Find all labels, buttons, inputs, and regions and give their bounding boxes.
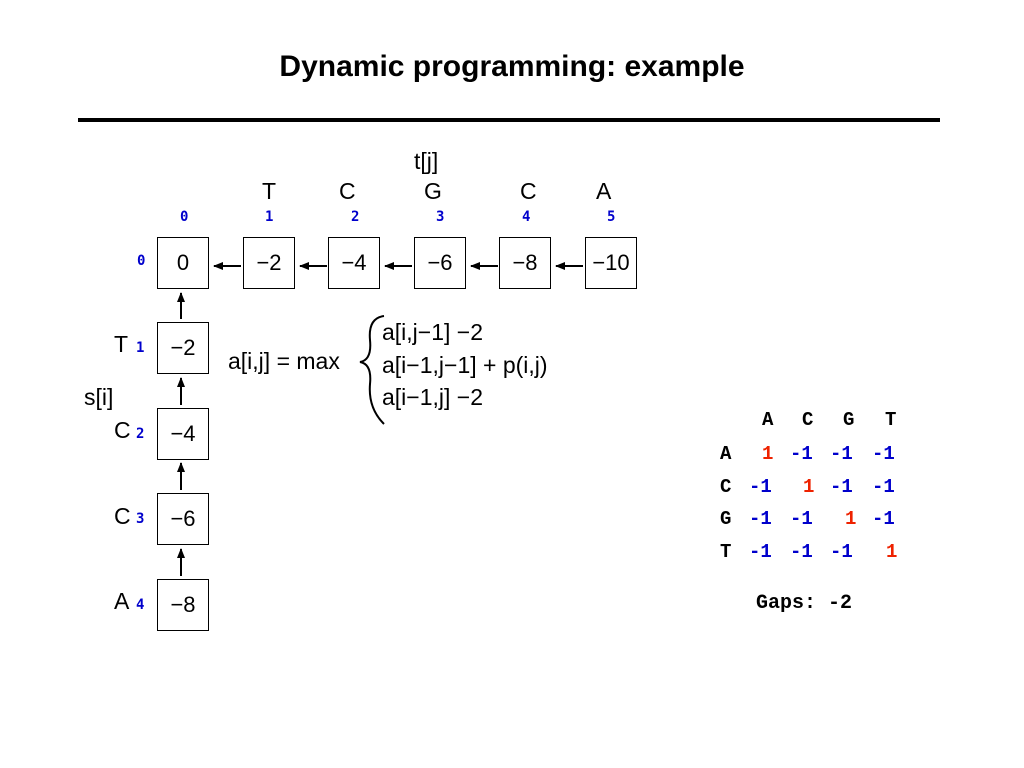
left-letter-3: C — [114, 503, 131, 529]
matrix-cell: -1 — [790, 443, 813, 465]
matrix-row-label: C — [720, 476, 732, 498]
title-divider — [78, 118, 940, 122]
formula-case-2: a[i−1,j−1] + p(i,j) — [382, 352, 548, 378]
matrix-cell: 1 — [803, 476, 815, 498]
matrix-row-label: T — [720, 541, 732, 563]
matrix-cell: -1 — [872, 508, 895, 530]
left-index-2: 2 — [136, 426, 145, 442]
matrix-header-T: T — [885, 409, 897, 431]
matrix-cell: -1 — [830, 476, 853, 498]
matrix-header-G: G — [843, 409, 855, 431]
dp-cell-0-3: −6 — [414, 237, 466, 289]
left-index-3: 3 — [136, 511, 145, 527]
top-index-5: 5 — [607, 209, 616, 225]
dp-cell-0-4: −8 — [499, 237, 551, 289]
top-letter-3: G — [424, 178, 442, 204]
dp-cell-0-5: −10 — [585, 237, 637, 289]
matrix-cell: -1 — [790, 508, 813, 530]
matrix-cell: 1 — [762, 443, 774, 465]
left-index-1: 1 — [136, 340, 145, 356]
matrix-cell: -1 — [830, 541, 853, 563]
formula-case-3: a[i−1,j] −2 — [382, 384, 484, 410]
s-label: s[i] — [84, 384, 114, 410]
matrix-cell: -1 — [830, 443, 853, 465]
matrix-cell: 1 — [886, 541, 898, 563]
matrix-cell: 1 — [845, 508, 857, 530]
matrix-row-label: G — [720, 508, 732, 530]
matrix-cell: -1 — [872, 476, 895, 498]
matrix-cell: -1 — [790, 541, 813, 563]
left-letter-2: C — [114, 417, 131, 443]
gap-penalty: Gaps: -2 — [756, 592, 853, 615]
top-index-3: 3 — [436, 209, 445, 225]
dp-cell-0-1: −2 — [243, 237, 295, 289]
top-letter-2: C — [339, 178, 356, 204]
matrix-header-C: C — [802, 409, 814, 431]
max-curly-brace — [359, 315, 385, 425]
top-index-1: 1 — [265, 209, 274, 225]
dp-cell-2-0: −4 — [157, 408, 209, 460]
dp-cell-0-0: 0 — [157, 237, 209, 289]
top-letter-4: C — [520, 178, 537, 204]
left-index-0: 0 — [137, 253, 146, 269]
matrix-header-A: A — [762, 409, 774, 431]
top-index-4: 4 — [522, 209, 531, 225]
formula-lhs: a[i,j] = max — [228, 348, 340, 374]
matrix-cell: -1 — [872, 443, 895, 465]
matrix-cell: -1 — [749, 541, 772, 563]
left-letter-4: A — [114, 588, 130, 614]
page-title: Dynamic programming: example — [279, 50, 745, 83]
t-label: t[j] — [414, 148, 439, 174]
dp-cell-4-0: −8 — [157, 579, 209, 631]
dp-cell-0-2: −4 — [328, 237, 380, 289]
dp-cell-3-0: −6 — [157, 493, 209, 545]
top-index-0: 0 — [180, 209, 189, 225]
left-letter-1: T — [114, 331, 129, 357]
dp-cell-1-0: −2 — [157, 322, 209, 374]
top-letter-5: A — [596, 178, 612, 204]
matrix-cell: -1 — [749, 508, 772, 530]
formula-case-1: a[i,j−1] −2 — [382, 319, 484, 345]
top-index-2: 2 — [351, 209, 360, 225]
top-letter-1: T — [262, 178, 277, 204]
matrix-row-label: A — [720, 443, 732, 465]
matrix-cell: -1 — [749, 476, 772, 498]
left-index-4: 4 — [136, 597, 145, 613]
